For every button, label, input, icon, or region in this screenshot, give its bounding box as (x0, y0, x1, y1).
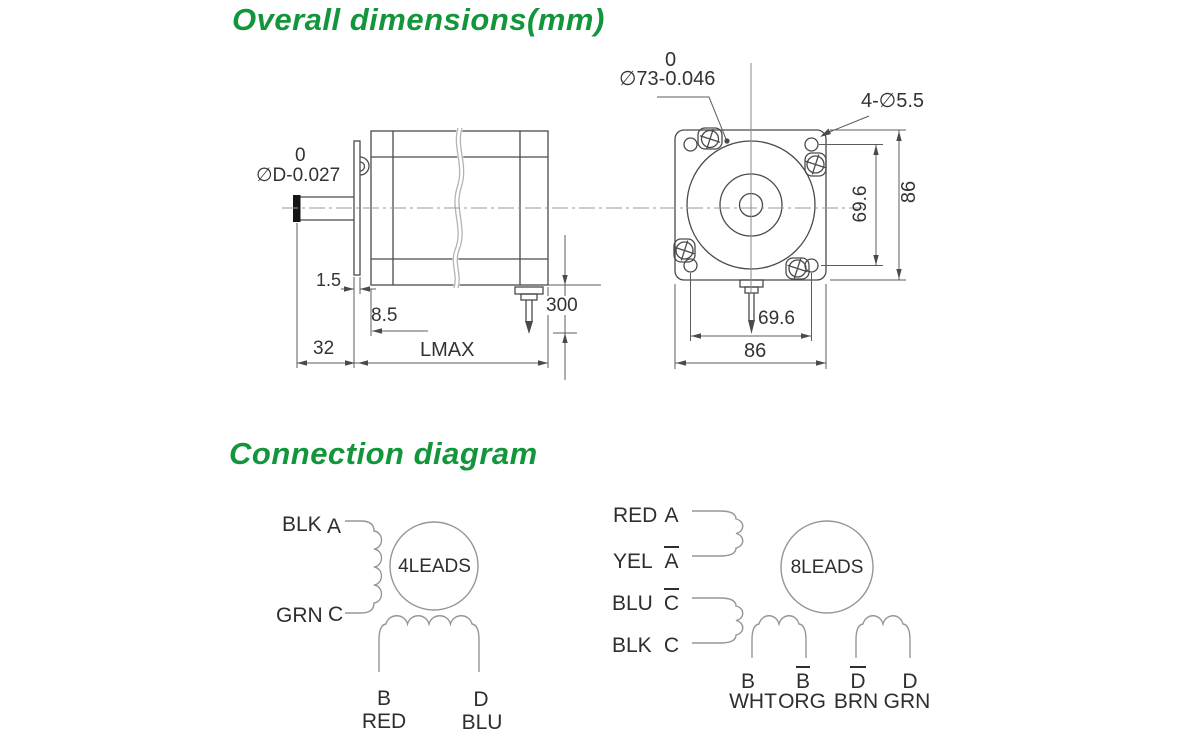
wire-color-label: GRN (276, 604, 323, 627)
coil-b-bbar (751, 615, 807, 658)
dim-shaft-length: 32 (313, 338, 335, 359)
terminal-label-bar: A (664, 546, 679, 573)
dim-body-length: LMAX (420, 339, 475, 361)
dim-hole-spacing-horizontal: 69.6 (756, 308, 797, 329)
terminal-label: C (328, 603, 344, 626)
side-cable (514, 286, 544, 334)
break-line (452, 127, 465, 289)
shaft-tolerance-upper: 0 (295, 145, 306, 166)
screw-tr (804, 152, 827, 177)
front-view (673, 127, 827, 334)
terminal-label: D (473, 688, 489, 711)
wire-color-label: WHT (729, 690, 777, 713)
pilot-tolerance-upper: 0 (665, 49, 677, 71)
connection-8leads (692, 510, 911, 658)
dimension-lines (296, 96, 906, 380)
mount-hole-bl (683, 258, 698, 273)
shaft-diameter-label: ∅D-0.027 (256, 165, 341, 186)
wire-color-label: BLU (612, 592, 653, 615)
dim-cable-length: 300 (544, 295, 580, 316)
dim-hole-spacing-vertical: 69.6 (849, 185, 871, 223)
terminal-label-bar: C (663, 588, 680, 615)
dim-flange-thickness: 1.5 (316, 270, 342, 290)
mount-hole-tl (683, 137, 698, 152)
wire-color-label: ORG (778, 690, 826, 713)
coil-cbar-c (692, 597, 744, 644)
leads-count-label: 8LEADS (790, 557, 864, 578)
dim-frame-size-horizontal: 86 (744, 340, 767, 362)
wire-color-label: BRN (833, 690, 879, 713)
wire-color-label: RED (613, 504, 658, 527)
wire-color-label: BLK (282, 513, 322, 536)
terminal-label: A (664, 504, 679, 527)
terminal-label: A (327, 515, 342, 538)
wire-color-label: BLK (612, 634, 652, 657)
coil-dbar-d (855, 615, 911, 658)
terminal-label: D (902, 670, 918, 693)
side-view (293, 127, 549, 334)
screw-br (785, 257, 810, 280)
terminal-label-bar: B (795, 666, 811, 693)
dimension-arrows (297, 128, 902, 366)
coil-a-c (345, 520, 383, 614)
overall-dimensions-title: Overall dimensions(mm) (232, 2, 605, 37)
dim-pilot-depth: 8.5 (371, 305, 398, 326)
motor-circle-4leads (389, 521, 479, 611)
wire-color-label: YEL (613, 550, 653, 573)
dim-frame-size-vertical: 86 (898, 180, 920, 204)
motor-circle-8leads (780, 520, 874, 614)
coil-a-abar (692, 510, 744, 557)
mount-holes-label: 4-∅5.5 (861, 90, 925, 112)
leads-count-label: 4LEADS (398, 556, 471, 577)
wire-color-label: GRN (883, 690, 931, 713)
terminal-label-bar: D (850, 666, 866, 693)
screw-bl (673, 238, 696, 263)
terminal-label: B (740, 670, 755, 693)
wire-color-label: BLU (461, 711, 503, 734)
connection-4leads (345, 520, 480, 672)
screw-tl (697, 127, 723, 150)
centerlines (282, 63, 863, 294)
terminal-label: C (663, 634, 680, 657)
wire-color-label: RED (361, 710, 407, 733)
connection-diagram-title: Connection diagram (229, 436, 538, 471)
terminal-label: B (376, 687, 391, 710)
mount-hole-tr (804, 137, 819, 152)
pilot-diameter-label: ∅73-0.046 (619, 68, 716, 90)
coil-b-d (378, 615, 480, 672)
